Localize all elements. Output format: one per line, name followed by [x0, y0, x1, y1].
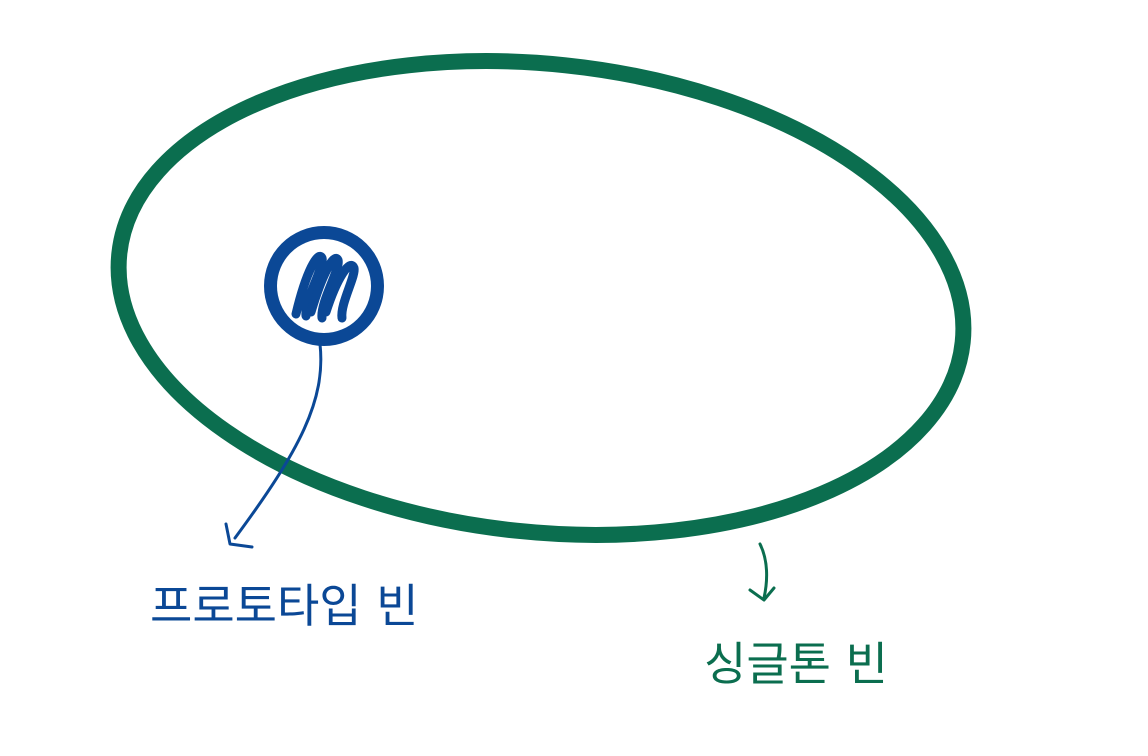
prototype-bean-label: 프로토타입 빈	[150, 579, 419, 633]
prototype-arrow	[224, 342, 323, 549]
singleton-arrow	[748, 542, 776, 602]
singleton-container-ellipse	[110, 53, 972, 543]
singleton-bean-label: 싱글톤 빈	[704, 637, 888, 691]
bean-circle-icon	[264, 226, 384, 346]
